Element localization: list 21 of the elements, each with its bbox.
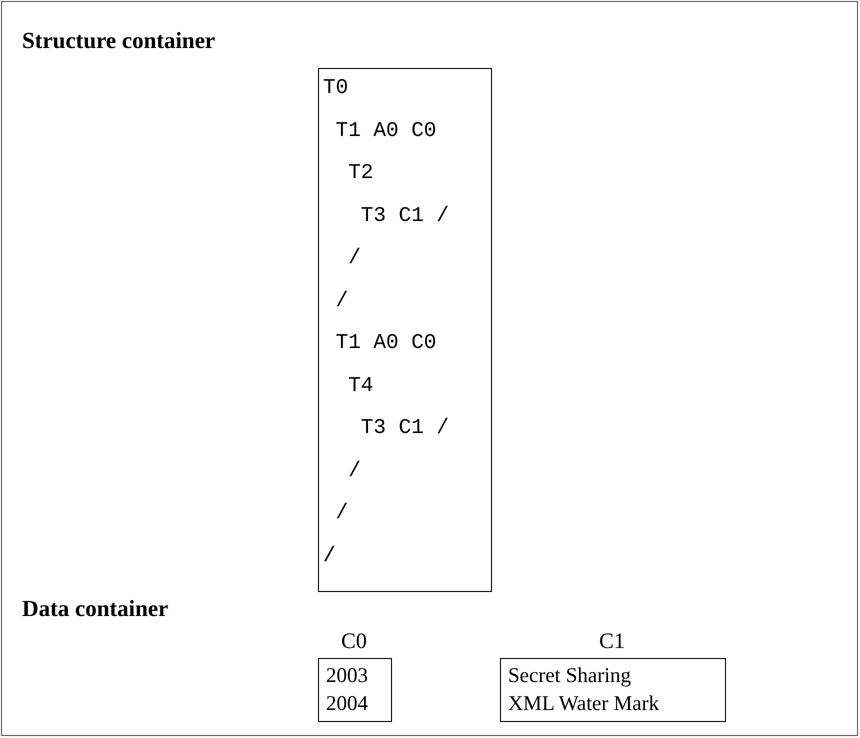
value-text: 2004 (326, 691, 368, 715)
code-line: / (348, 247, 361, 271)
code-line: / (336, 502, 348, 526)
section-heading: Structure container (22, 28, 216, 54)
code-line: T1 A0 C0 (336, 332, 436, 356)
code-line: T1 A0 C0 (336, 120, 436, 144)
value-text: XML Water Mark (508, 691, 660, 715)
code-line: T4 (348, 374, 374, 398)
code-line: / (348, 460, 361, 484)
code-line: T0 (323, 77, 348, 101)
section-heading: Data container (22, 596, 168, 622)
code-box (318, 68, 492, 592)
value-text: Secret Sharing (508, 663, 632, 687)
code-line: T3 C1 / (360, 204, 450, 228)
column-label: C1 (598, 628, 626, 654)
code-line: T2 (348, 162, 374, 186)
code-line: T3 C1 / (360, 417, 450, 441)
value-text: 2003 (326, 663, 368, 687)
column-label: C0 (340, 628, 368, 654)
code-line: / (336, 290, 348, 314)
code-line: / (323, 544, 336, 568)
